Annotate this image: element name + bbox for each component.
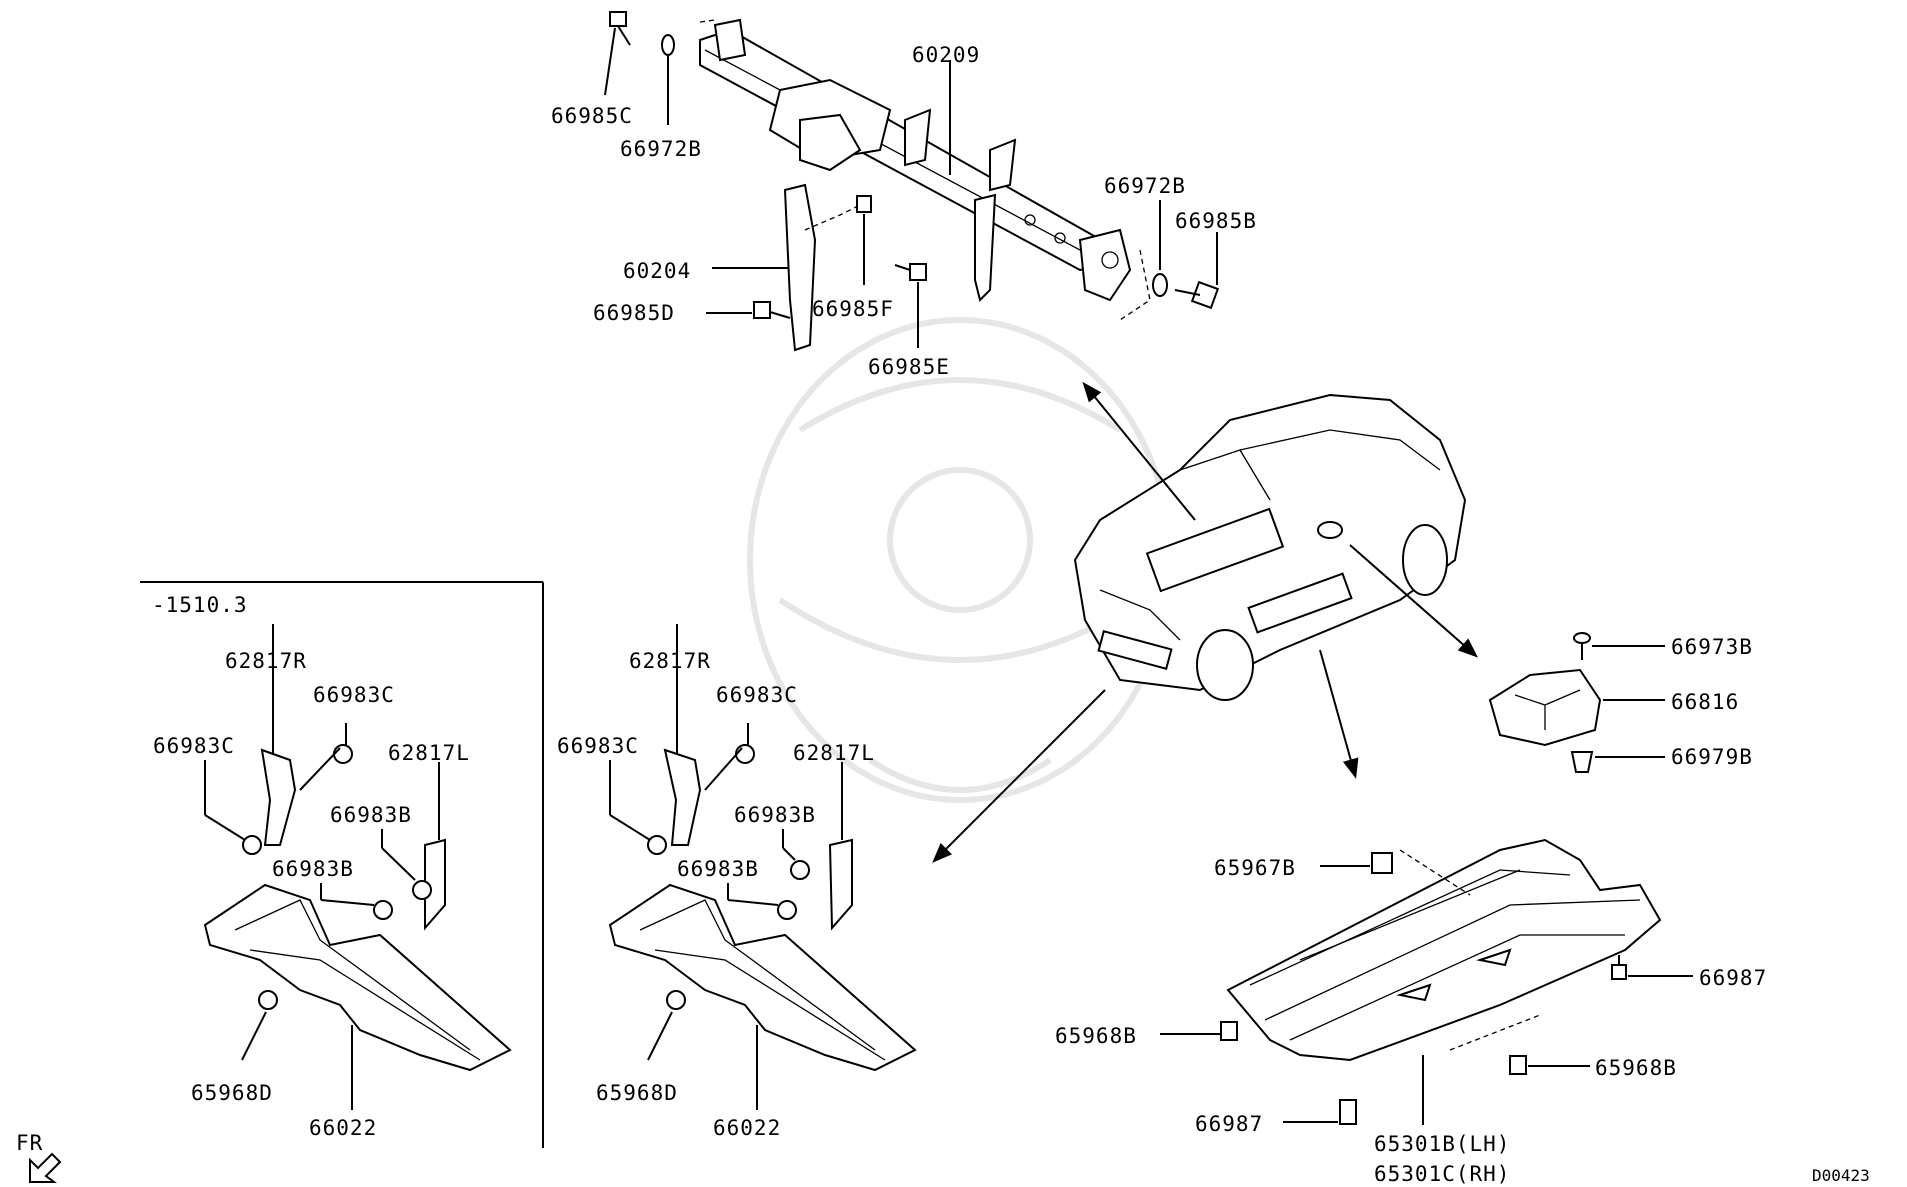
- label-62817R-left: 62817R: [225, 649, 307, 673]
- label-65968B-right: 65968B: [1595, 1056, 1677, 1080]
- vehicle-outline: [1073, 393, 1467, 701]
- bolt-66987-right: [1611, 955, 1627, 980]
- label-65968D-left: 65968D: [191, 1081, 273, 1105]
- label-66983B-left-b: 66983B: [272, 857, 354, 881]
- bracket-62817L: [424, 838, 446, 931]
- label-66816: 66816: [1671, 690, 1739, 714]
- range-box: [140, 581, 544, 1148]
- label-65301B: 65301B(LH): [1374, 1132, 1510, 1156]
- bolt-66985B: [1174, 280, 1220, 310]
- front-label: FR: [16, 1131, 43, 1155]
- leaders-undercover: [1160, 865, 1693, 1125]
- label-62817L-left: 62817L: [388, 741, 470, 765]
- sheet-code: D00423: [1812, 1166, 1870, 1185]
- nut-66985F: [856, 195, 872, 213]
- label-66972B-right: 66972B: [1104, 174, 1186, 198]
- washer-66972B-top: [661, 34, 675, 56]
- cover-66816: [1488, 668, 1602, 747]
- label-66987-right: 66987: [1699, 966, 1767, 990]
- label-66983B-mid-a: 66983B: [734, 803, 816, 827]
- label-60209: 60209: [912, 43, 980, 67]
- washer-66972B-right: [1152, 273, 1168, 297]
- bolt-66987-bottom: [1339, 1099, 1357, 1125]
- label-65967B: 65967B: [1214, 856, 1296, 880]
- left-group: [203, 624, 512, 1110]
- range-note: -1510.3: [152, 593, 248, 617]
- label-65968D-mid: 65968D: [596, 1081, 678, 1105]
- label-66022-left: 66022: [309, 1116, 377, 1140]
- screw-66973B: [1573, 632, 1591, 660]
- leaders-top: [604, 27, 1218, 348]
- label-66983B-mid-b: 66983B: [677, 857, 759, 881]
- nut-65968B-right: [1509, 1055, 1527, 1075]
- label-66985D: 66985D: [593, 301, 675, 325]
- label-65301C: 65301C(RH): [1374, 1162, 1510, 1186]
- label-66022-mid: 66022: [713, 1116, 781, 1140]
- label-65968B-left: 65968B: [1055, 1024, 1137, 1048]
- bracket-60204: [783, 183, 871, 352]
- bolt-66985C: [609, 11, 631, 46]
- label-66983C-mid-a: 66983C: [716, 683, 798, 707]
- label-66972B-top: 66972B: [620, 137, 702, 161]
- undercover-66022-mid: [608, 883, 917, 1072]
- label-66983B-left-a: 66983B: [330, 803, 412, 827]
- undercover-65301: [1226, 838, 1662, 1062]
- label-66985E: 66985E: [868, 355, 950, 379]
- bolt-66985E: [894, 263, 927, 281]
- label-66987-bottom: 66987: [1195, 1112, 1263, 1136]
- front-direction-arrow: [29, 1152, 62, 1183]
- label-60204: 60204: [623, 259, 691, 283]
- middle-group: [608, 624, 917, 1110]
- label-66983C-left-b: 66983C: [153, 734, 235, 758]
- callout-arrows: [932, 381, 1479, 863]
- bracket-62817L-mid: [828, 838, 853, 931]
- label-62817R-mid: 62817R: [629, 649, 711, 673]
- clip-66979B: [1570, 751, 1594, 773]
- label-66983C-mid-b: 66983C: [557, 734, 639, 758]
- label-66985F: 66985F: [812, 297, 894, 321]
- bracket-62817R: [260, 748, 297, 846]
- label-66985C: 66985C: [551, 104, 633, 128]
- label-66979B: 66979B: [1671, 745, 1753, 769]
- crossmember-60209: [699, 18, 1151, 321]
- bracket-62817R-mid: [663, 748, 702, 846]
- nut-65967B: [1371, 852, 1393, 874]
- nut-65968B-left: [1220, 1021, 1238, 1041]
- label-66973B: 66973B: [1671, 635, 1753, 659]
- label-62817L-mid: 62817L: [793, 741, 875, 765]
- label-66983C-left-a: 66983C: [313, 683, 395, 707]
- label-66985B: 66985B: [1175, 209, 1257, 233]
- bolt-66985D: [753, 301, 791, 319]
